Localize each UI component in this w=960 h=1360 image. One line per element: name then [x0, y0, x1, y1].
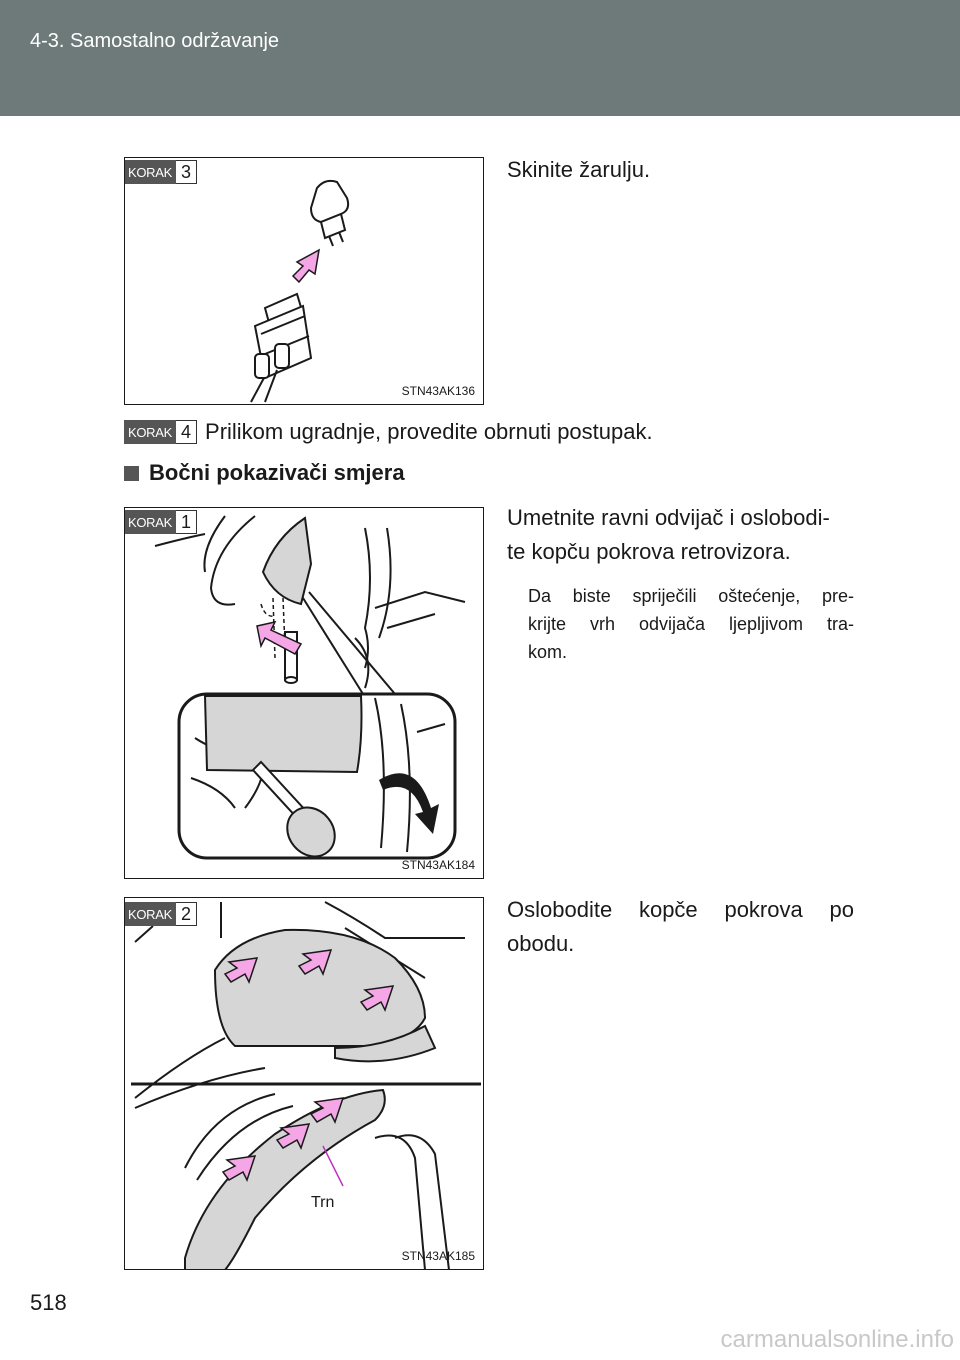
page-number: 518	[30, 1290, 67, 1315]
section-heading-text: Bočni pokazivači smjera	[149, 460, 405, 485]
step2-text-line1: Oslobodite kopče pokrova po	[507, 897, 854, 922]
figure-code: STN43AK136	[401, 384, 475, 398]
step-badge-number: 3	[176, 160, 198, 184]
figure-step1: KORAK 1 STN43AK184	[124, 507, 484, 879]
section-title: 4-3. Samostalno održavanje	[30, 30, 280, 52]
step-badge-label: KORAK	[125, 160, 177, 184]
mirror-cover-clips-illustration	[131, 901, 481, 1269]
step-badge-number: 1	[176, 510, 198, 534]
figure-step2: Trn KORAK 2 STN43AK185	[124, 897, 484, 1270]
step-badge-2: KORAK 2	[125, 902, 198, 926]
step-badge-label: KORAK	[124, 420, 177, 444]
step1-note-line2: krijte vrh odvijača ljepljivom tra-	[528, 614, 854, 634]
figure-code: STN43AK185	[401, 1249, 475, 1263]
callout-label: Trn	[311, 1194, 335, 1211]
step-badge-label: KORAK	[125, 510, 177, 534]
step3-text: Skinite žarulju.	[507, 157, 651, 182]
figure-step3: KORAK 3 STN43AK136	[124, 157, 484, 405]
step2-text-line2: obodu.	[507, 931, 575, 956]
step-badge-label: KORAK	[125, 902, 177, 926]
step-badge-number: 4	[176, 420, 198, 444]
step1-note-line1: Da biste spriječili oštećenje, pre-	[528, 586, 854, 606]
step-badge-4: KORAK 4	[124, 420, 198, 444]
page-header: 4-3. Samostalno održavanje	[0, 0, 960, 116]
heading-square-icon	[124, 465, 139, 481]
figure-code: STN43AK184	[401, 858, 475, 872]
step1-text-line2: te kopču pokrova retrovizora.	[507, 539, 791, 564]
step4-row: KORAK 4 Prilikom ugradnje, provedite obr…	[124, 419, 653, 445]
mirror-clip-illustration	[154, 515, 466, 860]
watermark: carmanualsonline.info	[720, 1326, 954, 1353]
step-badge-1: KORAK 1	[125, 510, 198, 534]
bulb-removal-illustration	[250, 179, 350, 403]
step4-text: Prilikom ugradnje, provedite obrnuti pos…	[205, 419, 653, 444]
step1-note-line3: kom.	[528, 642, 568, 662]
step-badge-3: KORAK 3	[125, 160, 198, 184]
section-heading: Bočni pokazivači smjera	[124, 460, 405, 486]
step1-text-line1: Umetnite ravni odvijač i oslobodi-	[507, 505, 830, 530]
step-badge-number: 2	[176, 902, 198, 926]
